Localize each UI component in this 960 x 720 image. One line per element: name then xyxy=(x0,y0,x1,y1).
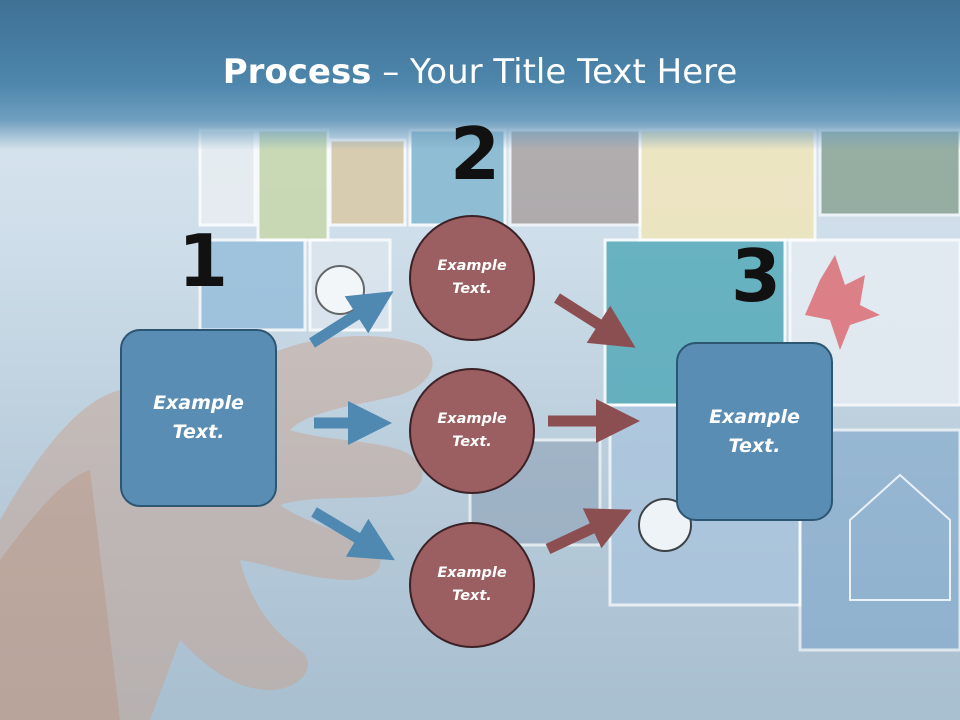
arrow-1-to-2a xyxy=(309,291,394,348)
circle-top[interactable]: Example Text. xyxy=(409,215,535,341)
circle-bottom[interactable]: Example Text. xyxy=(409,522,535,648)
circle-middle[interactable]: Example Text. xyxy=(409,368,535,494)
step-number-2: 2 xyxy=(450,112,501,196)
arrow-1-to-2c xyxy=(311,507,395,561)
circle-middle-line1: Example xyxy=(437,411,507,427)
title-rest: – Your Title Text Here xyxy=(371,52,738,92)
title-bold: Process xyxy=(222,52,372,92)
title-band xyxy=(0,0,960,150)
left-box-line2: Text. xyxy=(172,421,225,443)
arrow-2c-to-3 xyxy=(545,508,632,554)
circle-middle-line2: Text. xyxy=(452,434,492,450)
right-box-line1: Example xyxy=(709,405,800,428)
circle-top-line2: Text. xyxy=(452,281,492,297)
step-number-3: 3 xyxy=(731,234,782,318)
slide-title[interactable]: Process – Your Title Text Here xyxy=(0,52,960,92)
right-box-line2: Text. xyxy=(728,434,781,457)
circle-top-line1: Example xyxy=(437,258,507,274)
left-box-line1: Example xyxy=(153,392,244,414)
right-text-box[interactable]: Example Text. xyxy=(676,342,833,521)
step-number-1: 1 xyxy=(178,219,229,303)
left-text-box[interactable]: Example Text. xyxy=(120,329,277,507)
arrow-2a-to-3 xyxy=(554,293,636,348)
circle-bottom-line2: Text. xyxy=(452,588,492,604)
circle-bottom-line1: Example xyxy=(437,565,507,581)
